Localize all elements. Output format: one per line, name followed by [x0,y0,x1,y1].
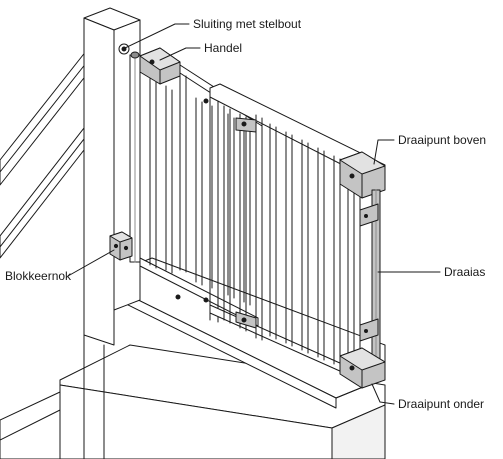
label-blocking-cam: Blokkeernok [5,269,72,283]
leader-handle [159,47,201,61]
leader-latch-bolt [124,23,190,49]
bottom-pivot [339,347,386,389]
rail-clamps [175,98,257,329]
handle [139,47,181,85]
leader-blocking-cam [67,249,115,277]
blocking-cam [109,231,133,261]
label-top-pivot: Draaipunt boven [398,133,486,147]
lower-steps [0,344,386,459]
label-group: Sluiting met stelbout Handel Draaipunt b… [5,17,486,411]
inner-left-stile [129,54,141,263]
outer-bars [269,123,355,372]
overlap-bars [223,105,247,332]
safety-gate [109,43,386,389]
latch-bolt [118,43,140,59]
leader-top-pivot [373,139,395,165]
inner-bars [149,77,251,306]
label-latch-bolt: Sluiting met stelbout [193,17,302,31]
handrail [0,35,99,259]
label-pivot-axis: Draaias [444,265,485,279]
leader-bottom-pivot [371,383,395,405]
label-bottom-pivot: Draaipunt onder [398,397,484,411]
callouts [67,23,441,405]
label-handle: Handel [204,41,242,55]
